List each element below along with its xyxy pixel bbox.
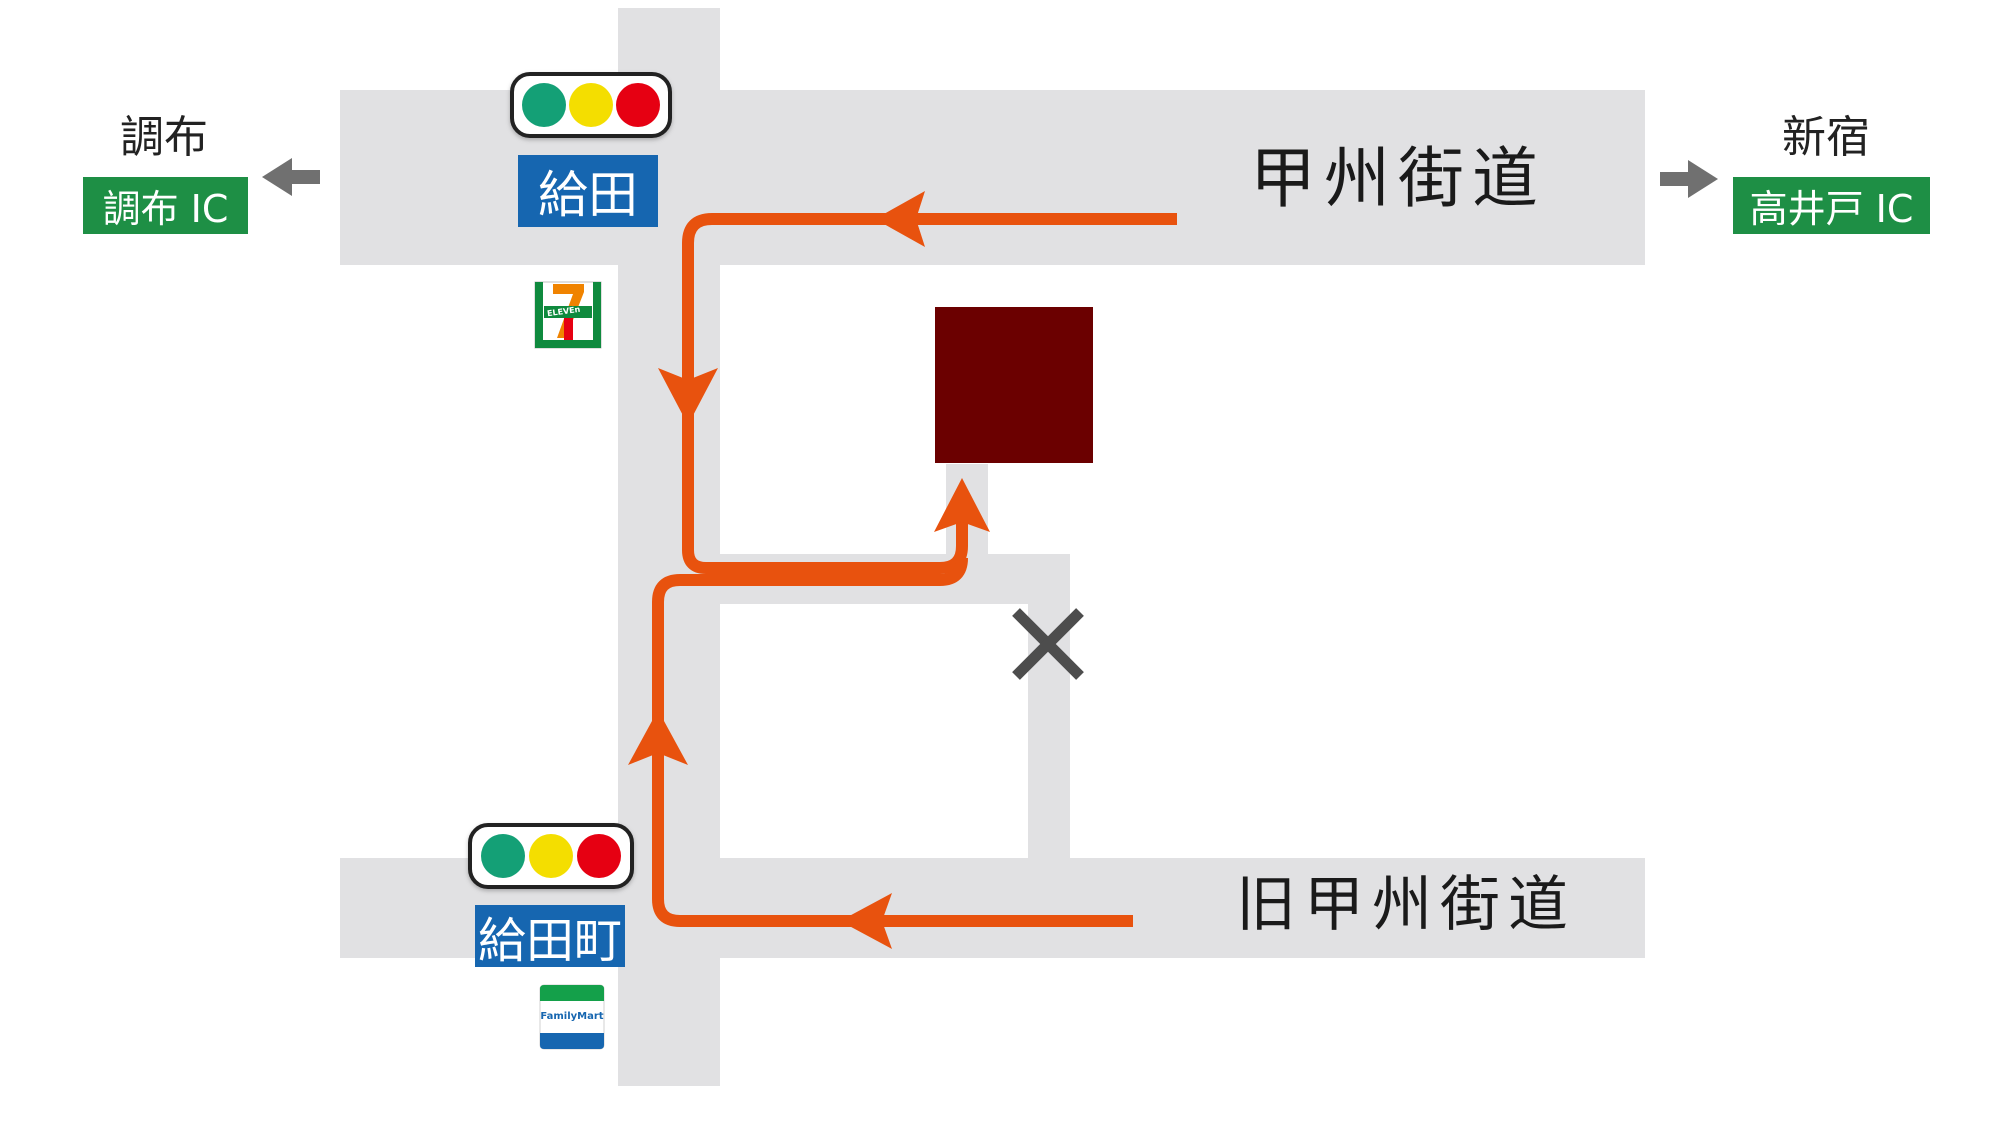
- arrow-right-icon: [1660, 160, 1718, 198]
- intersection-sign-kyudencho: 給田町: [475, 905, 625, 969]
- signal-lamp-yellow: [529, 834, 573, 878]
- road-inner-vertical: [1028, 554, 1070, 858]
- ic-sign-takaido: 高井戸 IC: [1733, 177, 1930, 234]
- route-arrow-west-north: [875, 191, 925, 247]
- signal-lamp-green: [522, 83, 566, 127]
- destination-building: [935, 307, 1093, 463]
- route-arrow-south: [658, 368, 718, 425]
- road-name-old-koshu-kaido: 旧甲州街道: [1236, 870, 1576, 940]
- route-from-north: [682, 213, 1177, 574]
- intersection-sign-kyuden: 給田: [518, 155, 658, 227]
- seven-eleven-icon: [534, 281, 602, 349]
- road-name-koshu-kaido: 甲州街道: [1250, 140, 1546, 217]
- roads: [340, 8, 1645, 1086]
- no-entry-icon: [1012, 608, 1084, 680]
- familymart-label: FamilyMart: [540, 1011, 604, 1022]
- route-arrows: [628, 191, 990, 949]
- familymart-icon: [539, 984, 605, 1050]
- route-from-south: [652, 557, 1133, 927]
- route-arrow-west-south: [840, 893, 892, 949]
- route: [652, 213, 1177, 927]
- signal-lamp-red: [577, 834, 621, 878]
- signal-lamp-green: [481, 834, 525, 878]
- direction-label-chofu: 調布: [120, 112, 208, 163]
- signal-lamp-yellow: [569, 83, 613, 127]
- direction-label-shinjuku: 新宿: [1782, 112, 1870, 163]
- arrow-left-icon: [262, 158, 320, 196]
- route-arrow-north-inner: [934, 478, 990, 532]
- route-arrow-north-outer: [628, 710, 688, 765]
- ic-sign-chofu: 調布 IC: [83, 177, 248, 234]
- signal-lamp-red: [616, 83, 660, 127]
